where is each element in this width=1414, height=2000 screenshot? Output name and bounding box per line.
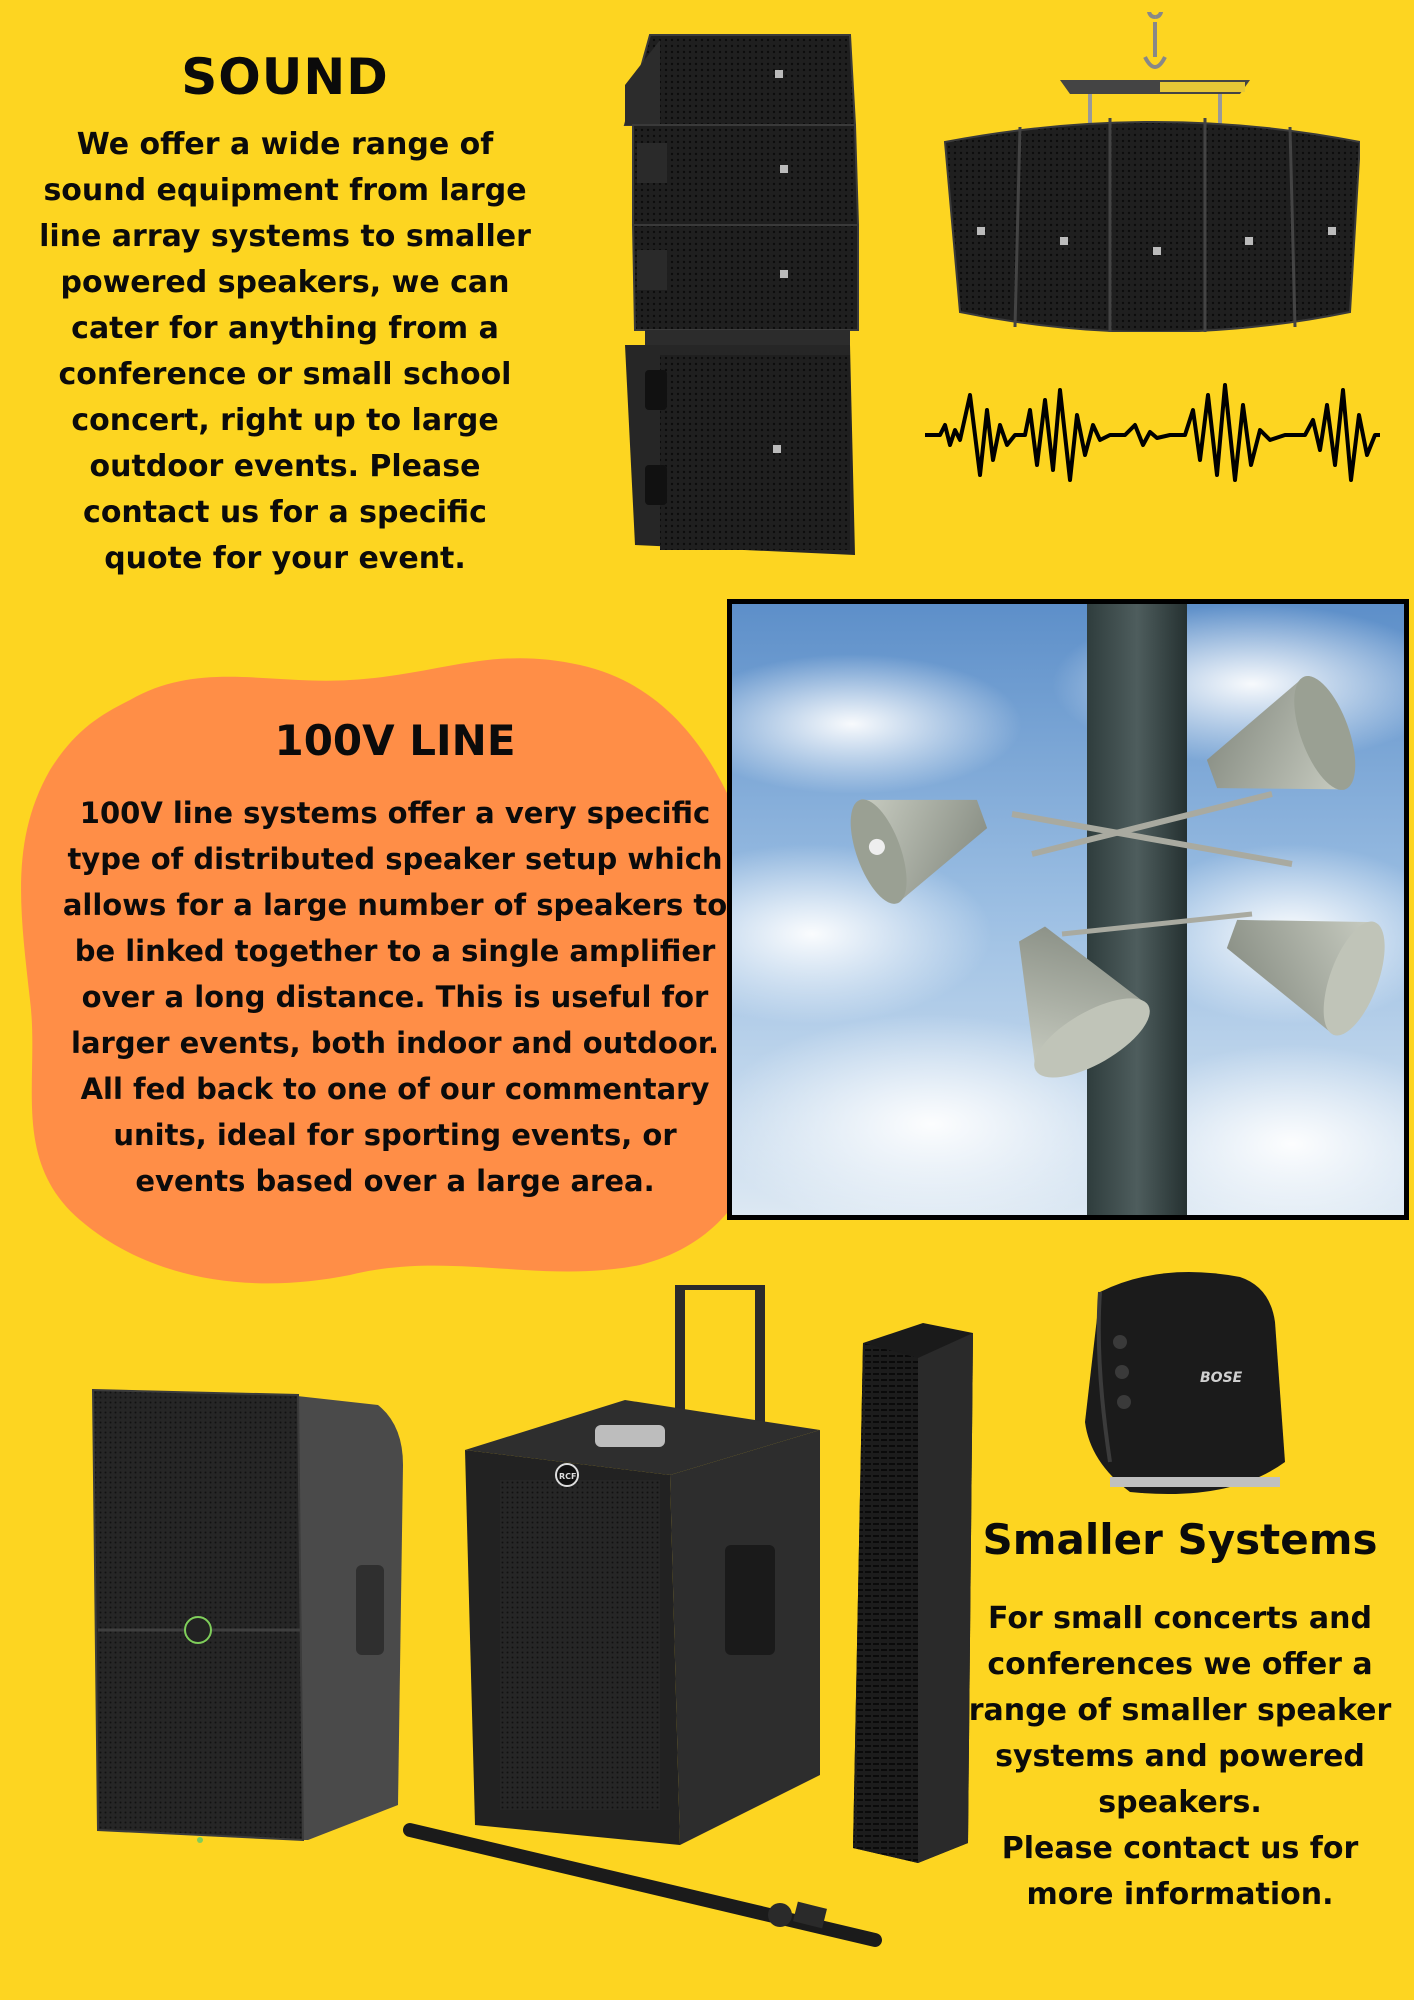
orange-blob-background [21,658,766,1284]
smaller-systems-text-1: For small concerts and conferences we of… [968,1601,1392,1820]
smaller-systems-text-2: Please contact us for more information. [1001,1831,1359,1912]
line-array-stack-image [623,34,860,555]
smaller-systems-heading: Smaller Systems [982,1515,1378,1564]
bose-logo: BOSE [1200,1370,1243,1386]
horn-speakers-photo [727,599,1409,1220]
rcf-logo: RCF [559,1472,577,1481]
smaller-systems-description: For small concerts and conferences we of… [960,1596,1400,1918]
100v-line-description: 100V line systems offer a very specific … [62,796,728,1198]
sound-description: We offer a wide range of sound equipment… [39,127,531,576]
100v-line-heading: 100V LINE [274,716,516,765]
column-speaker-image [853,1323,973,1863]
subwoofer-trolley-image: RCF [465,1285,820,1845]
speaker-pole-image [403,1823,882,1947]
flown-line-array-image [943,12,1360,332]
sound-wave-graphic [925,383,1380,482]
powered-speaker-image [91,1388,403,1843]
sound-heading: SOUND [181,48,389,106]
bose-portable-speaker-image: BOSE [1085,1272,1285,1494]
